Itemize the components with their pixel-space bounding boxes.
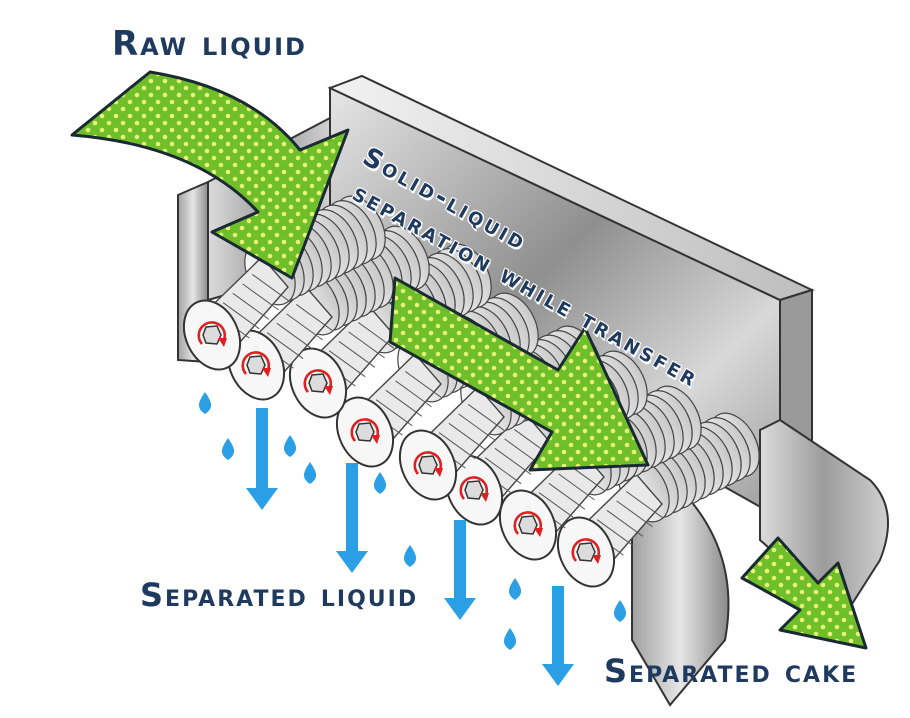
disc-edge — [328, 350, 366, 378]
hex-nut — [418, 455, 438, 475]
raw-liquid-label: Raw liquid — [112, 24, 307, 64]
water-drop-icon — [403, 545, 417, 567]
disc-edge — [484, 457, 522, 485]
disc-edge — [616, 500, 653, 528]
disc-edge — [357, 322, 395, 349]
rotation-icon — [241, 351, 271, 375]
hex-nut — [308, 373, 328, 393]
disc-edge — [538, 492, 576, 520]
disc-edge — [395, 380, 432, 408]
separated-cake-arrow-icon — [740, 536, 868, 650]
disc-edge — [625, 491, 663, 518]
rotation-icon — [350, 418, 380, 442]
hex-nut — [464, 480, 484, 500]
water-drop-icon — [303, 462, 317, 484]
transfer-arrow-icon — [388, 276, 650, 472]
water-drop-icon — [508, 578, 522, 600]
rotation-arrowhead — [324, 386, 333, 395]
filtrate-drops — [198, 392, 627, 686]
rotation-arrowhead — [592, 555, 601, 564]
rotation-arrowhead — [371, 435, 380, 444]
disc-edge — [548, 482, 586, 510]
disc-edge — [404, 371, 442, 398]
hex-nut — [518, 515, 538, 535]
disc-edge — [251, 274, 289, 301]
raw-liquid-arrow-icon — [70, 70, 350, 280]
disc-edge — [448, 422, 486, 450]
water-drop-icon — [503, 628, 517, 650]
disc-edge — [467, 404, 505, 431]
water-drop-icon — [613, 600, 627, 622]
disc-edge — [295, 304, 333, 331]
rotation-icon — [413, 451, 443, 475]
disc-edge — [266, 332, 304, 360]
rotation-icon — [459, 476, 489, 500]
water-drop-icon — [198, 392, 212, 414]
rotation-arrowhead — [534, 528, 543, 537]
chute-inner-plate — [631, 468, 730, 707]
down-arrow-icon — [246, 408, 278, 510]
hex-nut — [355, 422, 375, 442]
rotation-icon — [571, 538, 601, 562]
water-drop-icon — [221, 438, 235, 460]
water-drop-icon — [283, 435, 297, 457]
separated-cake-label: Separated cake — [604, 652, 859, 690]
rotation-arrowhead — [434, 468, 443, 477]
rotation-icon — [513, 511, 543, 535]
rotation-arrowhead — [262, 368, 271, 377]
disc-edge — [232, 292, 270, 320]
hex-nut — [246, 355, 266, 375]
down-arrow-icon — [444, 520, 476, 620]
screw-roller — [556, 412, 760, 588]
rotation-icon — [197, 321, 227, 345]
down-arrow-icon — [336, 463, 368, 573]
disc-edge — [242, 283, 279, 311]
hex-nut — [576, 542, 596, 562]
disc-edge — [494, 447, 532, 475]
disc-edge — [558, 473, 595, 501]
water-drop-icon — [373, 472, 387, 494]
separated-liquid-label: Separated liquid — [140, 576, 419, 614]
disc-edge — [338, 340, 376, 368]
disc-edge — [438, 432, 476, 460]
disc-edge — [276, 322, 314, 350]
rotation-arrowhead — [480, 493, 489, 502]
disc-edge — [458, 413, 495, 441]
rotation-arrowhead — [218, 338, 227, 347]
disc-edge — [348, 331, 385, 359]
disc-edge — [375, 399, 413, 427]
down-arrow-icon — [542, 586, 574, 686]
disc-edge — [286, 313, 323, 341]
hex-nut — [202, 325, 222, 345]
disc-edge — [385, 389, 423, 417]
disc-edge — [606, 509, 644, 537]
screw-roller — [226, 225, 430, 401]
disc-edge — [222, 302, 260, 330]
disc-edge — [596, 519, 634, 547]
rotation-icon — [303, 369, 333, 393]
